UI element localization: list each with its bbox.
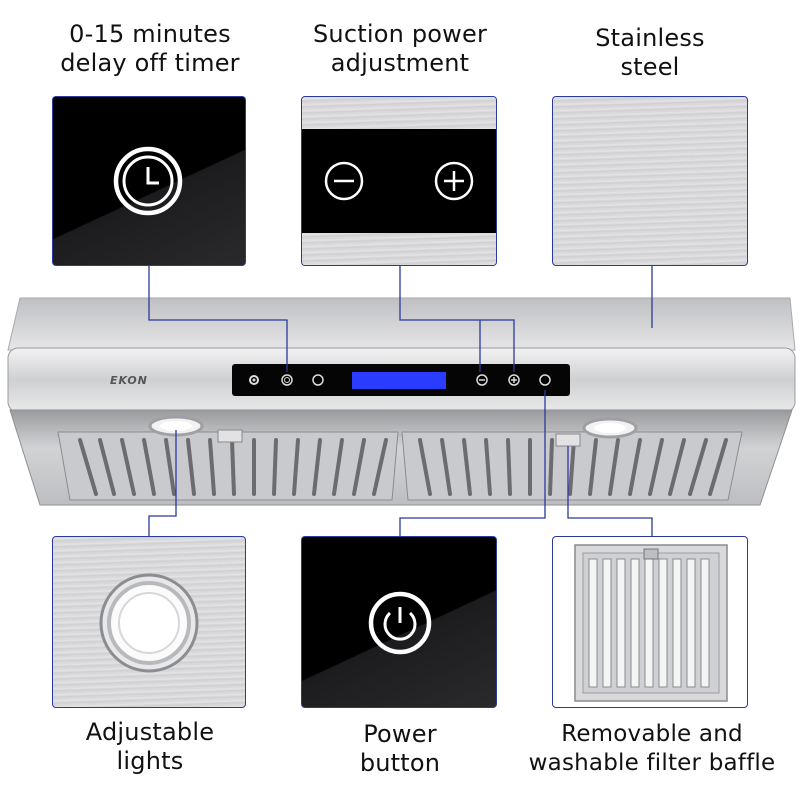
power-caption-line1: Power — [363, 720, 437, 748]
light-icon — [99, 573, 199, 673]
steel-caption-line1: Stainless — [595, 24, 705, 52]
clock-icon — [113, 146, 183, 216]
timer-caption: 0-15 minutes delay off timer — [30, 20, 270, 78]
steel-caption-line2: steel — [620, 53, 680, 81]
minus-icon — [324, 161, 364, 201]
lights-caption-line2: lights — [116, 747, 184, 775]
light-closeup — [52, 536, 246, 708]
timer-caption-line2: delay off timer — [60, 49, 240, 77]
plus-icon — [434, 161, 474, 201]
power-caption-line2: button — [359, 749, 441, 777]
power-icon — [368, 591, 432, 655]
power-closeup — [301, 536, 497, 708]
lights-caption-line1: Adjustable — [85, 718, 215, 746]
filter-baffles — [78, 438, 728, 496]
lights-caption: Adjustable lights — [30, 718, 270, 776]
hood-display — [352, 372, 446, 389]
steel-caption: Stainless steel — [530, 24, 770, 82]
filter-caption: Removable and washable filter baffle — [520, 720, 784, 778]
suction-caption: Suction power adjustment — [280, 20, 520, 78]
filter-caption-line1: Removable and — [561, 721, 743, 747]
suction-caption-line1: Suction power — [312, 20, 488, 48]
timer-closeup — [52, 96, 246, 266]
filter-baffle-icon — [574, 544, 728, 702]
hood-brand: EKON — [110, 374, 148, 387]
steel-closeup — [552, 96, 748, 266]
power-caption: Power button — [280, 720, 520, 778]
suction-caption-line2: adjustment — [330, 49, 470, 77]
filter-closeup — [552, 536, 748, 708]
filter-caption-line2: washable filter baffle — [528, 750, 776, 776]
suction-buttons — [324, 161, 474, 201]
suction-closeup — [301, 96, 497, 266]
timer-caption-line1: 0-15 minutes — [69, 20, 231, 48]
